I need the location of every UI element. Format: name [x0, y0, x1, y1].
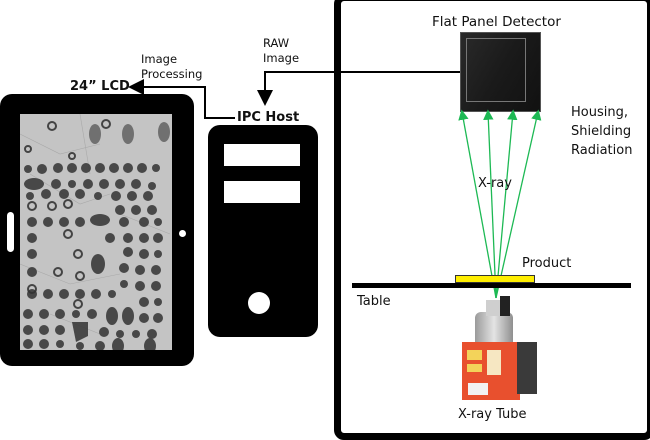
tablet-side-button — [7, 212, 14, 252]
flat-panel-detector-icon — [460, 32, 541, 112]
housing-label-3: Radiation — [571, 143, 633, 158]
product-sample — [455, 275, 535, 283]
product-label: Product — [522, 256, 572, 271]
table-label: Table — [357, 294, 391, 309]
drive-bay-2 — [224, 181, 300, 203]
ipc-host-label: IPC Host — [237, 110, 300, 125]
detector-active-area — [466, 38, 526, 102]
nameplate — [468, 383, 488, 395]
xray-tube-side-panel — [517, 342, 537, 394]
drive-bay-1 — [224, 144, 300, 166]
warning-label-icon — [467, 364, 482, 372]
raw-image-label-2: Image — [263, 51, 300, 65]
raw-image-arrow — [257, 71, 460, 106]
tablet-camera-dot — [179, 230, 186, 237]
pc-tower-icon — [208, 125, 318, 337]
pcb-xray-image — [20, 114, 172, 350]
housing-label-1: Housing, — [571, 105, 628, 120]
table-surface — [352, 283, 631, 288]
flat-panel-detector-label: Flat Panel Detector — [432, 14, 561, 30]
xray-tube-connector — [500, 296, 510, 316]
housing-label-2: Shielding — [571, 124, 632, 139]
image-processing-arrow — [128, 79, 235, 119]
image-processing-label-1: Image — [141, 52, 178, 66]
lcd-label: 24” LCD — [70, 79, 130, 94]
warning-label-icon — [467, 350, 482, 360]
image-processing-label-2: Processing — [141, 67, 203, 81]
radiation-label-icon — [487, 350, 501, 375]
xray-label: X-ray — [478, 176, 512, 191]
xray-tube-label: X-ray Tube — [458, 407, 527, 422]
power-button-icon — [248, 292, 270, 314]
raw-image-label-1: RAW — [263, 36, 290, 50]
pcb-xray-pattern — [20, 114, 172, 350]
